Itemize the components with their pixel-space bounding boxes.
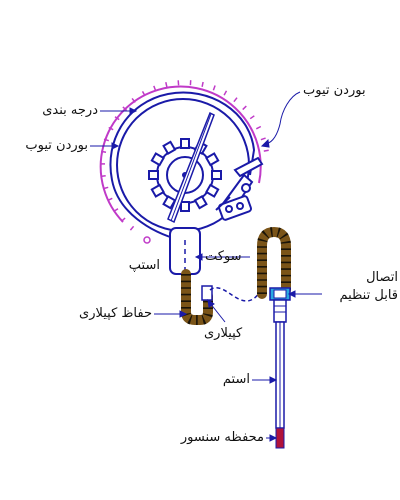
scale-tick <box>165 82 168 88</box>
stem <box>275 321 285 429</box>
label-stop: استپ <box>128 258 160 273</box>
scale-tick <box>113 208 119 213</box>
gear-tooth <box>193 195 208 210</box>
scale-tick <box>242 105 247 111</box>
label-bourdon-tube-top: بوردن تیوب <box>303 83 366 98</box>
scale-ticks <box>100 80 269 231</box>
label-scale: درجه بندی <box>42 103 98 118</box>
capillary-guard-right <box>257 226 291 299</box>
gear <box>148 138 222 212</box>
gear-tooth <box>162 140 177 155</box>
scale-tick <box>223 90 228 96</box>
scale-tick <box>255 125 262 130</box>
gear-tooth <box>150 152 165 167</box>
label-sensor-housing: محفظه سنسور <box>180 430 264 445</box>
sensor-housing <box>275 427 285 449</box>
linkage <box>215 156 264 221</box>
scale-tick <box>103 186 109 190</box>
gear-tooth <box>180 201 190 212</box>
capillary-line <box>209 287 261 302</box>
label-fitting-line2: قابل تنظیم <box>339 288 398 303</box>
scale-tick <box>100 150 107 153</box>
scale-tick <box>233 97 238 103</box>
scale-tick <box>103 138 110 142</box>
scale-tick <box>107 197 113 202</box>
scale-tick <box>114 116 120 121</box>
scale-tick <box>100 174 106 178</box>
label-socket: سوکت <box>205 249 242 264</box>
label-capillary-guard: حفاظ کپیلاری <box>79 306 152 321</box>
scale-tick <box>108 126 114 131</box>
scale-tick <box>122 106 128 111</box>
scale-tick <box>201 81 204 87</box>
label-stem: استم <box>222 372 250 387</box>
capillary-guard <box>181 269 213 325</box>
label-bourdon-tube-left: بوردن تیوب <box>25 138 88 153</box>
gear-tooth <box>205 183 220 198</box>
scale-tick <box>153 85 157 91</box>
bourdon-tube <box>109 91 256 241</box>
gear-tooth <box>162 195 177 210</box>
scale-arc <box>99 85 262 223</box>
label-fitting-line1: اتصال <box>366 270 398 285</box>
scale-tick <box>120 217 126 222</box>
scale-tick <box>129 225 135 231</box>
scale-tick <box>141 91 146 97</box>
gear-tooth <box>180 138 190 149</box>
scale-tick <box>212 85 216 91</box>
leader-lines <box>90 91 322 442</box>
scale-tick <box>263 149 269 152</box>
adjustable-fitting <box>269 287 291 323</box>
gear-tooth <box>148 170 159 180</box>
scale-tick <box>131 97 136 103</box>
stop-pin <box>143 236 151 244</box>
gear-tooth <box>205 152 220 167</box>
scale-tick <box>260 137 266 141</box>
gear-tooth <box>150 183 165 198</box>
scale-tick <box>249 115 255 120</box>
label-capillary: کپیلاری <box>204 326 243 341</box>
gear-tooth <box>211 170 222 180</box>
